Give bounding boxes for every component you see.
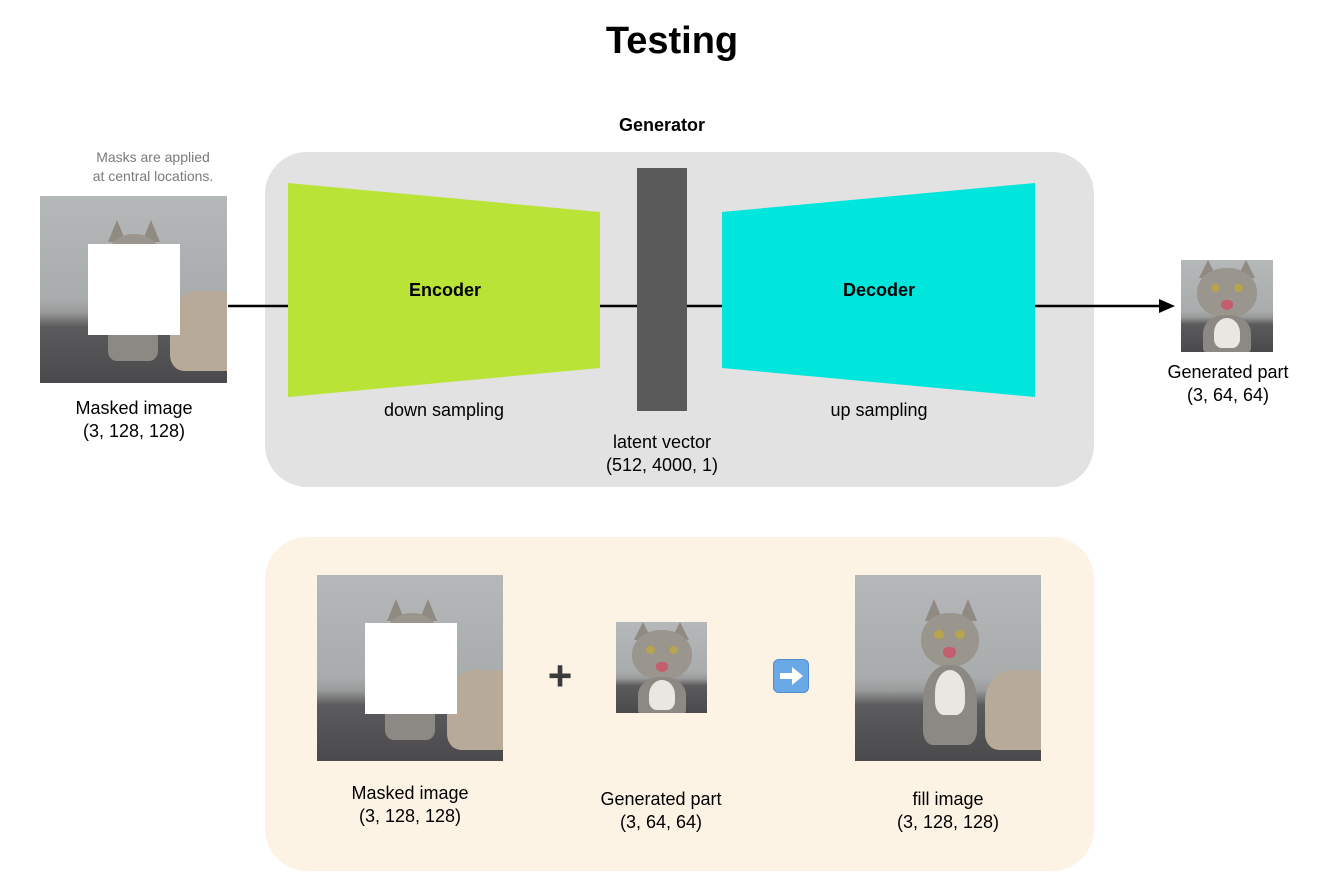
- latent-vector-label: latent vector: [612, 432, 712, 452]
- encoder-block: [288, 183, 600, 397]
- fill-image: [855, 575, 1041, 761]
- central-mask: [88, 244, 180, 335]
- bottom-generated-label: Generated part: [600, 789, 722, 809]
- plus-icon: +: [547, 652, 573, 699]
- bottom-masked-shape: (3, 128, 128): [358, 806, 462, 826]
- generator-title: Generator: [618, 115, 706, 135]
- output-generated-image: [1181, 260, 1273, 352]
- output-label: Generated part: [1167, 362, 1289, 382]
- latent-vector-block: [637, 168, 687, 411]
- down-sampling-label: down sampling: [383, 400, 505, 420]
- output-arrowhead: [1159, 299, 1175, 313]
- central-mask: [365, 623, 457, 714]
- decoder-block: [722, 183, 1035, 397]
- mask-note-line2: at central locations.: [92, 168, 214, 184]
- input-shape: (3, 128, 128): [82, 421, 186, 441]
- input-label: Masked image: [75, 398, 193, 418]
- latent-vector-shape: (512, 4000, 1): [605, 455, 719, 475]
- bottom-masked-label: Masked image: [351, 783, 469, 803]
- decoder-label: Decoder: [842, 280, 916, 300]
- mask-note-line1: Masks are applied: [96, 149, 210, 165]
- input-masked-image: [40, 196, 227, 383]
- bottom-masked-image: [317, 575, 503, 761]
- bottom-generated-shape: (3, 64, 64): [619, 812, 703, 832]
- right-arrow-emoji-icon: [773, 659, 809, 693]
- fill-shape: (3, 128, 128): [896, 812, 1000, 832]
- encoder-label: Encoder: [408, 280, 482, 300]
- output-shape: (3, 64, 64): [1186, 385, 1270, 405]
- page-title: Testing: [605, 20, 739, 62]
- fill-label: fill image: [912, 789, 984, 809]
- bottom-generated-image: [616, 622, 707, 713]
- up-sampling-label: up sampling: [830, 400, 928, 420]
